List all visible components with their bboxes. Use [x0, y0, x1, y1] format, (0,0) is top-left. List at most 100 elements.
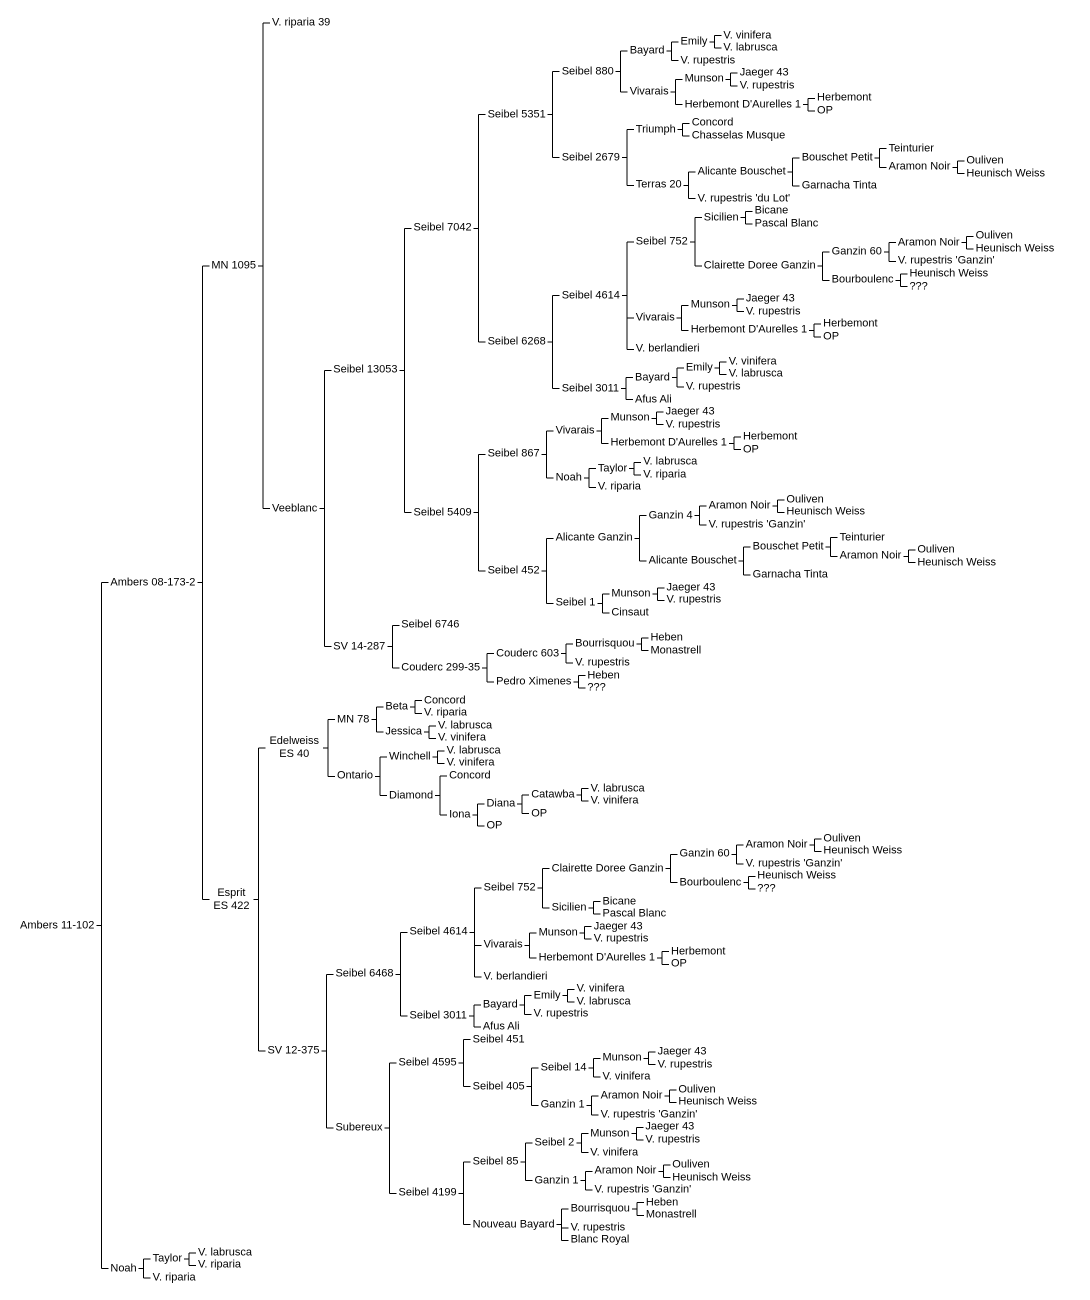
- node-label-v-rupestris-du-lot: V. rupestris 'du Lot': [697, 192, 791, 205]
- node-label-teinturier: Teinturier: [888, 142, 934, 154]
- node-label-ouliven: Ouliven: [672, 1158, 710, 1171]
- node-label-afus-ali: Afus Ali: [634, 393, 672, 405]
- node-label-teinturier: Teinturier: [839, 531, 885, 544]
- node-label-seibel-14: Seibel 14: [540, 1061, 587, 1074]
- node-label-v-vinifera: V. vinifera: [723, 29, 772, 42]
- node-label-v-berlandieri: V. berlandieri: [635, 342, 700, 355]
- node-label-seibel-7042: Seibel 7042: [413, 221, 472, 234]
- node-label-heunisch-weiss: Heunisch Weiss: [917, 556, 997, 569]
- node-label-ganzin-1: Ganzin 1: [534, 1174, 579, 1187]
- node-label-garnacha-tinta: Garnacha Tinta: [801, 179, 877, 192]
- node-label-op: OP: [486, 819, 503, 832]
- node-label-seibel-6268: Seibel 6268: [487, 335, 546, 348]
- node-label-garnacha-tinta: Garnacha Tinta: [752, 568, 828, 581]
- node-label-v-rupestris: V. rupestris: [739, 79, 795, 92]
- node-label-line2: ES 422: [213, 899, 250, 912]
- node-label-aramon-noir: Aramon Noir: [594, 1164, 657, 1177]
- node-label-seibel-3011: Seibel 3011: [409, 1009, 467, 1022]
- node-label-pedro-ximenes: Pedro Ximenes: [496, 675, 572, 688]
- node-label-noah: Noah: [555, 471, 582, 484]
- node-label-jaeger-43: Jaeger 43: [739, 66, 789, 79]
- node-label-seibel-752: Seibel 752: [635, 235, 688, 248]
- node-label-vivarais: Vivarais: [635, 311, 675, 324]
- node-label-munson: Munson: [590, 1127, 630, 1140]
- node-label-seibel-405: Seibel 405: [472, 1080, 525, 1093]
- node-label-munson: Munson: [690, 298, 730, 311]
- node-label-jessica: Jessica: [385, 725, 423, 738]
- node-label-munson: Munson: [602, 1051, 642, 1064]
- node-label-op: OP: [742, 443, 759, 456]
- node-label-emily: Emily: [533, 989, 561, 1002]
- node-label-ouliven: Ouliven: [823, 832, 861, 845]
- node-label-heben: Heben: [645, 1196, 679, 1209]
- node-label-concord: Concord: [424, 694, 466, 707]
- node-label-couderc-299-35: Couderc 299-35: [401, 661, 481, 674]
- node-label-subereux: Subereux: [335, 1121, 383, 1134]
- node-label-v-vinifera: V. vinifera: [728, 355, 777, 368]
- node-label-herbemont: Herbemont: [817, 91, 872, 104]
- node-label-v-rupestris: V. rupestris: [745, 305, 801, 318]
- node-label-v-rupestris-ganzin: V. rupestris 'Ganzin': [600, 1108, 698, 1121]
- node-label-seibel-6746: Seibel 6746: [401, 618, 460, 631]
- node-label-vivarais: Vivarais: [483, 938, 523, 951]
- node-label-ganzin-4: Ganzin 4: [648, 509, 693, 522]
- node-label-veeblanc: Veeblanc: [272, 502, 318, 515]
- node-label-herbemont-d-aurelles-1: Herbemont D'Aurelles 1: [538, 951, 655, 964]
- node-label-ouliven: Ouliven: [966, 154, 1004, 167]
- node-label-chasselas-musque: Chasselas Musque: [691, 129, 786, 142]
- node-label-bayard: Bayard: [629, 44, 665, 57]
- node-label-herbemont-d-aurelles-1: Herbemont D'Aurelles 1: [684, 98, 802, 111]
- node-label-seibel-2679: Seibel 2679: [561, 151, 620, 164]
- node-label-heben: Heben: [587, 669, 620, 682]
- node-label-ganzin-1: Ganzin 1: [540, 1098, 585, 1111]
- node-label-nouveau-bayard: Nouveau Bayard: [472, 1218, 555, 1231]
- node-label-noah: Noah: [110, 1262, 137, 1275]
- node-label-aramon-noir: Aramon Noir: [745, 838, 808, 851]
- node-label-couderc-603: Couderc 603: [496, 647, 560, 660]
- node-label-jaeger-43: Jaeger 43: [665, 405, 715, 418]
- node-label-iona: Iona: [449, 808, 471, 821]
- node-label-v-riparia: V. riparia: [643, 468, 687, 481]
- node-label-v-vinifera: V. vinifera: [590, 794, 639, 807]
- node-label-heunisch-weiss: Heunisch Weiss: [678, 1095, 758, 1108]
- node-label-diana: Diana: [486, 797, 516, 810]
- node-label-seibel-3011: Seibel 3011: [561, 382, 619, 395]
- node-label-v-labrusca: V. labrusca: [576, 995, 631, 1008]
- node-label-v-labrusca: V. labrusca: [446, 744, 501, 757]
- node-label-v-rupestris: V. rupestris: [685, 380, 741, 393]
- node-label-heunisch-weiss: Heunisch Weiss: [757, 869, 836, 882]
- node-label-bourboulenc: Bourboulenc: [679, 876, 742, 889]
- node-label-mn-78: MN 78: [336, 713, 370, 726]
- node-label-: ???: [909, 280, 928, 293]
- node-label-clairette-doree-ganzin: Clairette Doree Ganzin: [703, 259, 816, 272]
- node-label-v-riparia-39: V. riparia 39: [272, 16, 331, 29]
- node-label-v-rupestris: V. rupestris: [665, 418, 721, 431]
- node-label-aramon-noir: Aramon Noir: [708, 499, 771, 512]
- node-label-ouliven: Ouliven: [917, 543, 955, 556]
- node-label-v-riparia: V. riparia: [198, 1258, 242, 1271]
- node-label-aramon-noir: Aramon Noir: [897, 236, 960, 249]
- node-label-seibel-4614: Seibel 4614: [561, 289, 620, 302]
- node-label-seibel-451: Seibel 451: [472, 1033, 525, 1046]
- node-label-jaeger-43: Jaeger 43: [745, 292, 795, 305]
- node-label-pascal-blanc: Pascal Blanc: [754, 217, 819, 230]
- node-label-alicante-ganzin: Alicante Ganzin: [555, 531, 633, 544]
- node-label-winchell: Winchell: [389, 750, 431, 763]
- node-label-mn-1095: MN 1095: [211, 259, 257, 272]
- node-label-vivarais: Vivarais: [629, 85, 669, 98]
- node-label-herbemont: Herbemont: [671, 945, 726, 958]
- node-label-sicilien: Sicilien: [551, 901, 587, 914]
- node-label-seibel-880: Seibel 880: [561, 65, 614, 78]
- node-label-op: OP: [817, 104, 833, 117]
- node-label-v-berlandieri: V. berlandieri: [483, 970, 548, 983]
- node-label-v-riparia: V. riparia: [152, 1271, 196, 1284]
- node-label-heunisch-weiss: Heunisch Weiss: [975, 242, 1055, 255]
- node-label-v-labrusca: V. labrusca: [643, 455, 698, 468]
- node-label-seibel-867: Seibel 867: [487, 447, 540, 460]
- node-label-clairette-doree-ganzin: Clairette Doree Ganzin: [551, 862, 664, 875]
- node-label-bouschet-petit: Bouschet Petit: [801, 151, 873, 164]
